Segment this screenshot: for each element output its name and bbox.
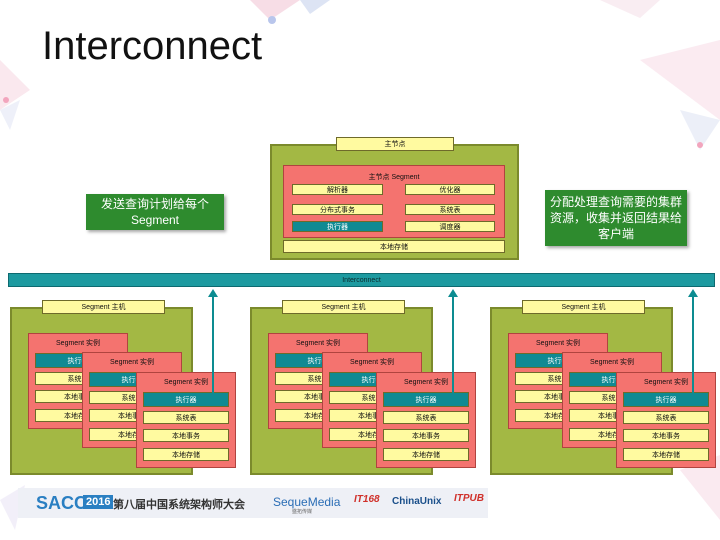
segment-instance-label: Segment 实例	[56, 340, 100, 347]
storage-cell: 本地存储	[143, 448, 229, 461]
segment-instance-label: Segment 实例	[644, 379, 688, 386]
it168-logo: IT168	[354, 494, 380, 505]
page-title: Interconnect	[42, 24, 263, 68]
local-txn-cell: 本地事务	[623, 429, 709, 442]
chinaunix-logo: ChinaUnix	[392, 496, 442, 507]
up-arrow-head	[208, 289, 218, 297]
sacc-logo: SACC	[36, 493, 88, 513]
master-storage-cell: 本地存储	[283, 240, 505, 253]
executor-cell: 执行器	[292, 221, 383, 232]
parser-cell: 解析器	[292, 184, 383, 195]
storage-cell: 本地存储	[383, 448, 469, 461]
local-txn-cell: 本地事务	[143, 429, 229, 442]
segment-instance-label: Segment 实例	[590, 359, 634, 366]
executor-cell: 执行器	[623, 392, 709, 407]
segment-instance-label: Segment 实例	[350, 359, 394, 366]
executor-cell: 执行器	[143, 392, 229, 407]
up-arrow-line	[692, 297, 694, 393]
sequemedia-logo: SequeMedia	[273, 495, 341, 509]
master-node-label: 主节点	[336, 137, 454, 151]
segment-instance-label: Segment 实例	[404, 379, 448, 386]
sacc-year: 2016	[83, 495, 114, 509]
segment-instance-label: Segment 实例	[296, 340, 340, 347]
left-note: 发送查询计划给每个 Segment	[86, 194, 224, 230]
left-note-line-1: 发送查询计划给每个	[100, 197, 209, 211]
right-note-line-3: 客户端	[597, 227, 634, 241]
catalog-cell: 系统表	[143, 411, 229, 424]
executor-cell: 执行器	[383, 392, 469, 407]
catalog-cell: 系统表	[383, 411, 469, 424]
segment-host-label: Segment 主机	[42, 300, 165, 314]
right-note: 分配处理查询需要的集群资源，收集并返回结果给客户端	[545, 190, 687, 246]
segment-host-label: Segment 主机	[282, 300, 405, 314]
left-note-line-2: Segment	[130, 213, 179, 227]
catalog-cell: 系统表	[623, 411, 709, 424]
master-segment-label: 主节点 Segment	[368, 174, 420, 181]
scheduler-cell: 调度器	[405, 221, 495, 232]
segment-instance-label: Segment 实例	[110, 359, 154, 366]
up-arrow-line	[452, 297, 454, 393]
right-note-line-2: 资源，收集并返回结果给	[549, 211, 682, 225]
segment-instance-label: Segment 实例	[164, 379, 208, 386]
up-arrow-head	[688, 289, 698, 297]
sequemedia-sub: 盛拓传媒	[292, 509, 313, 515]
up-arrow-head	[448, 289, 458, 297]
up-arrow-line	[212, 297, 214, 393]
catalog-cell: 系统表	[405, 204, 495, 215]
segment-host-label: Segment 主机	[522, 300, 645, 314]
interconnect-bus: Interconnect	[8, 273, 715, 287]
segment-instance-label: Segment 实例	[536, 340, 580, 347]
distributed-txn-cell: 分布式事务	[292, 204, 383, 215]
conference-name: 第八届中国系统架构师大会	[113, 499, 245, 511]
storage-cell: 本地存储	[623, 448, 709, 461]
local-txn-cell: 本地事务	[383, 429, 469, 442]
right-note-line-1: 分配处理查询需要的集群	[549, 195, 682, 209]
itpub-logo: ITPUB	[454, 493, 484, 504]
optimizer-cell: 优化器	[405, 184, 495, 195]
